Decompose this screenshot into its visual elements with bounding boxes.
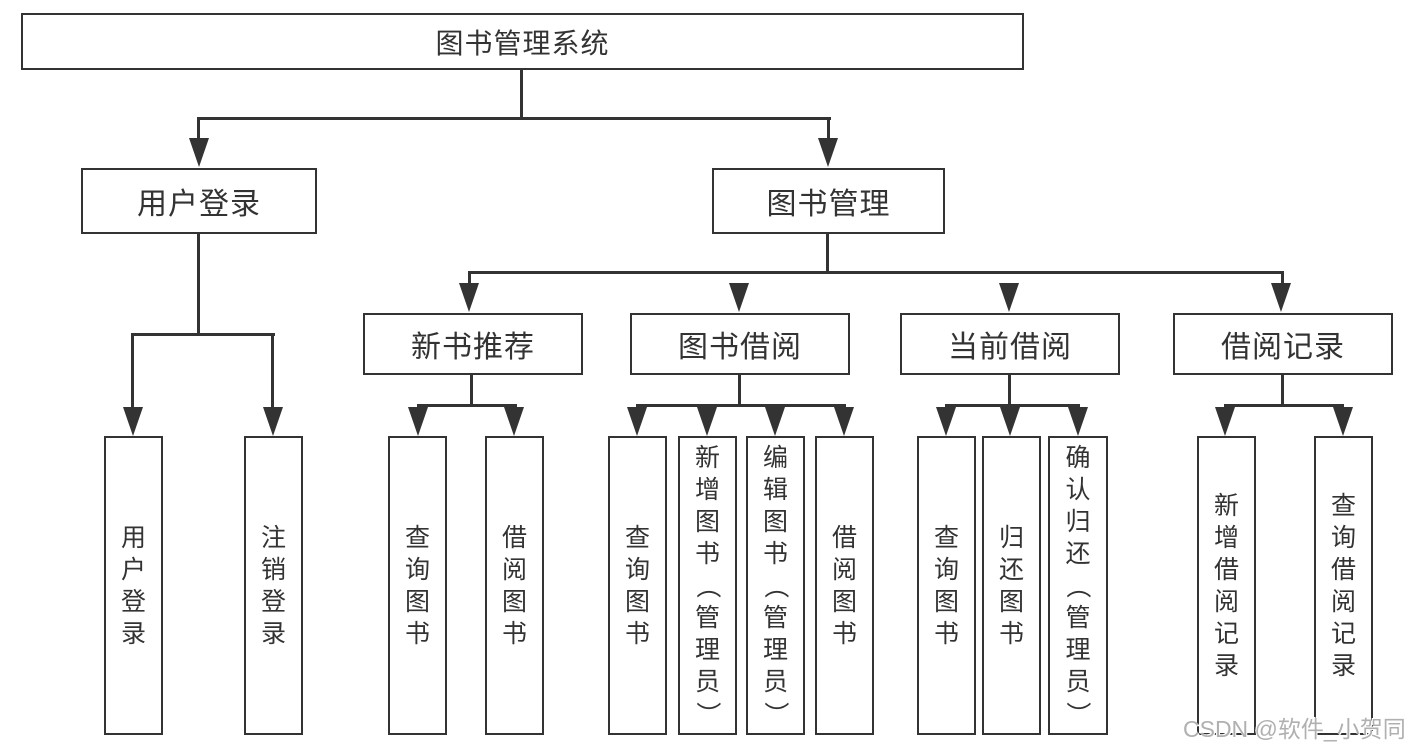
arrow-down-icon [936, 407, 956, 436]
arrow-down-icon [459, 283, 479, 312]
connector-line [197, 232, 200, 336]
leaf-borrow-book-borrowing: 借阅图书 [815, 436, 874, 735]
leaf-borrow-book-newbook: 借阅图书 [485, 436, 544, 735]
connector-line [1281, 373, 1284, 407]
connector-line [131, 333, 275, 336]
leaf-label: 查询借阅记录 [1330, 491, 1356, 680]
leaf-label: 用户登录 [120, 523, 146, 648]
node-new-book-recommendation: 新书推荐 [363, 313, 583, 375]
node-book-borrowing: 图书借阅 [630, 313, 850, 375]
leaf-label: 借阅图书 [831, 523, 857, 648]
connector-line [131, 333, 134, 410]
leaf-label: 查询图书 [933, 523, 959, 648]
arrow-down-icon [1333, 407, 1353, 436]
arrow-down-icon [123, 407, 143, 436]
connector-line [826, 232, 829, 274]
connector-line [945, 404, 1080, 407]
arrow-down-icon [1271, 283, 1291, 312]
arrow-down-icon [408, 407, 428, 436]
leaf-add-book-admin: 新增图书（管理员） [678, 436, 737, 735]
connector-line [197, 117, 831, 120]
leaf-edit-book-admin: 编辑图书（管理员） [746, 436, 805, 735]
leaf-add-borrow-record: 新增借阅记录 [1197, 436, 1256, 735]
leaf-label: 注销登录 [260, 523, 286, 648]
leaf-logout: 注销登录 [244, 436, 303, 735]
leaf-query-book-borrowing: 查询图书 [608, 436, 667, 735]
connector-line [468, 271, 471, 285]
connector-line [520, 69, 523, 119]
arrow-down-icon [627, 407, 647, 436]
arrow-down-icon [1068, 407, 1088, 436]
leaf-return-book: 归还图书 [982, 436, 1041, 735]
connector-line [738, 373, 741, 407]
connector-line [1224, 404, 1344, 407]
leaf-label: 新增借阅记录 [1213, 491, 1239, 680]
connector-line [1281, 271, 1284, 285]
leaf-query-book-newbook: 查询图书 [388, 436, 447, 735]
arrow-down-icon [765, 407, 785, 436]
arrow-down-icon [834, 407, 854, 436]
node-library-management-system: 图书管理系统 [21, 13, 1024, 70]
connector-line [1008, 373, 1011, 407]
leaf-user-login: 用户登录 [104, 436, 163, 735]
connector-line [197, 117, 200, 145]
leaf-label: 归还图书 [998, 523, 1024, 648]
leaf-label: 新增图书（管理员） [693, 443, 722, 727]
leaf-label: 借阅图书 [501, 523, 527, 648]
leaf-label: 确认归还（管理员） [1063, 443, 1092, 727]
connector-line [827, 117, 830, 145]
leaf-query-borrow-record: 查询借阅记录 [1314, 436, 1373, 735]
connector-line [636, 404, 846, 407]
node-user-login: 用户登录 [81, 168, 317, 234]
leaf-query-book-current: 查询图书 [917, 436, 976, 735]
node-book-management: 图书管理 [712, 168, 945, 234]
arrow-down-icon [729, 283, 749, 312]
arrow-down-icon [818, 138, 838, 167]
arrow-down-icon [697, 407, 717, 436]
leaf-label: 查询图书 [404, 523, 430, 648]
arrow-down-icon [999, 283, 1019, 312]
connector-line [468, 271, 1284, 274]
leaf-confirm-return-admin: 确认归还（管理员） [1048, 436, 1108, 735]
connector-line [417, 404, 517, 407]
watermark-text: CSDN @软件_小贺同学 [1183, 716, 1405, 742]
arrow-down-icon [504, 407, 524, 436]
leaf-label: 查询图书 [624, 523, 650, 648]
leaf-label: 编辑图书（管理员） [761, 443, 790, 727]
arrow-down-icon [1000, 407, 1020, 436]
node-borrowing-records: 借阅记录 [1173, 313, 1393, 375]
arrow-down-icon [189, 138, 209, 167]
node-current-borrowing: 当前借阅 [900, 313, 1120, 375]
arrow-down-icon [1215, 407, 1235, 436]
arrow-down-icon [263, 407, 283, 436]
connector-line [470, 373, 473, 407]
connector-line [271, 333, 274, 410]
